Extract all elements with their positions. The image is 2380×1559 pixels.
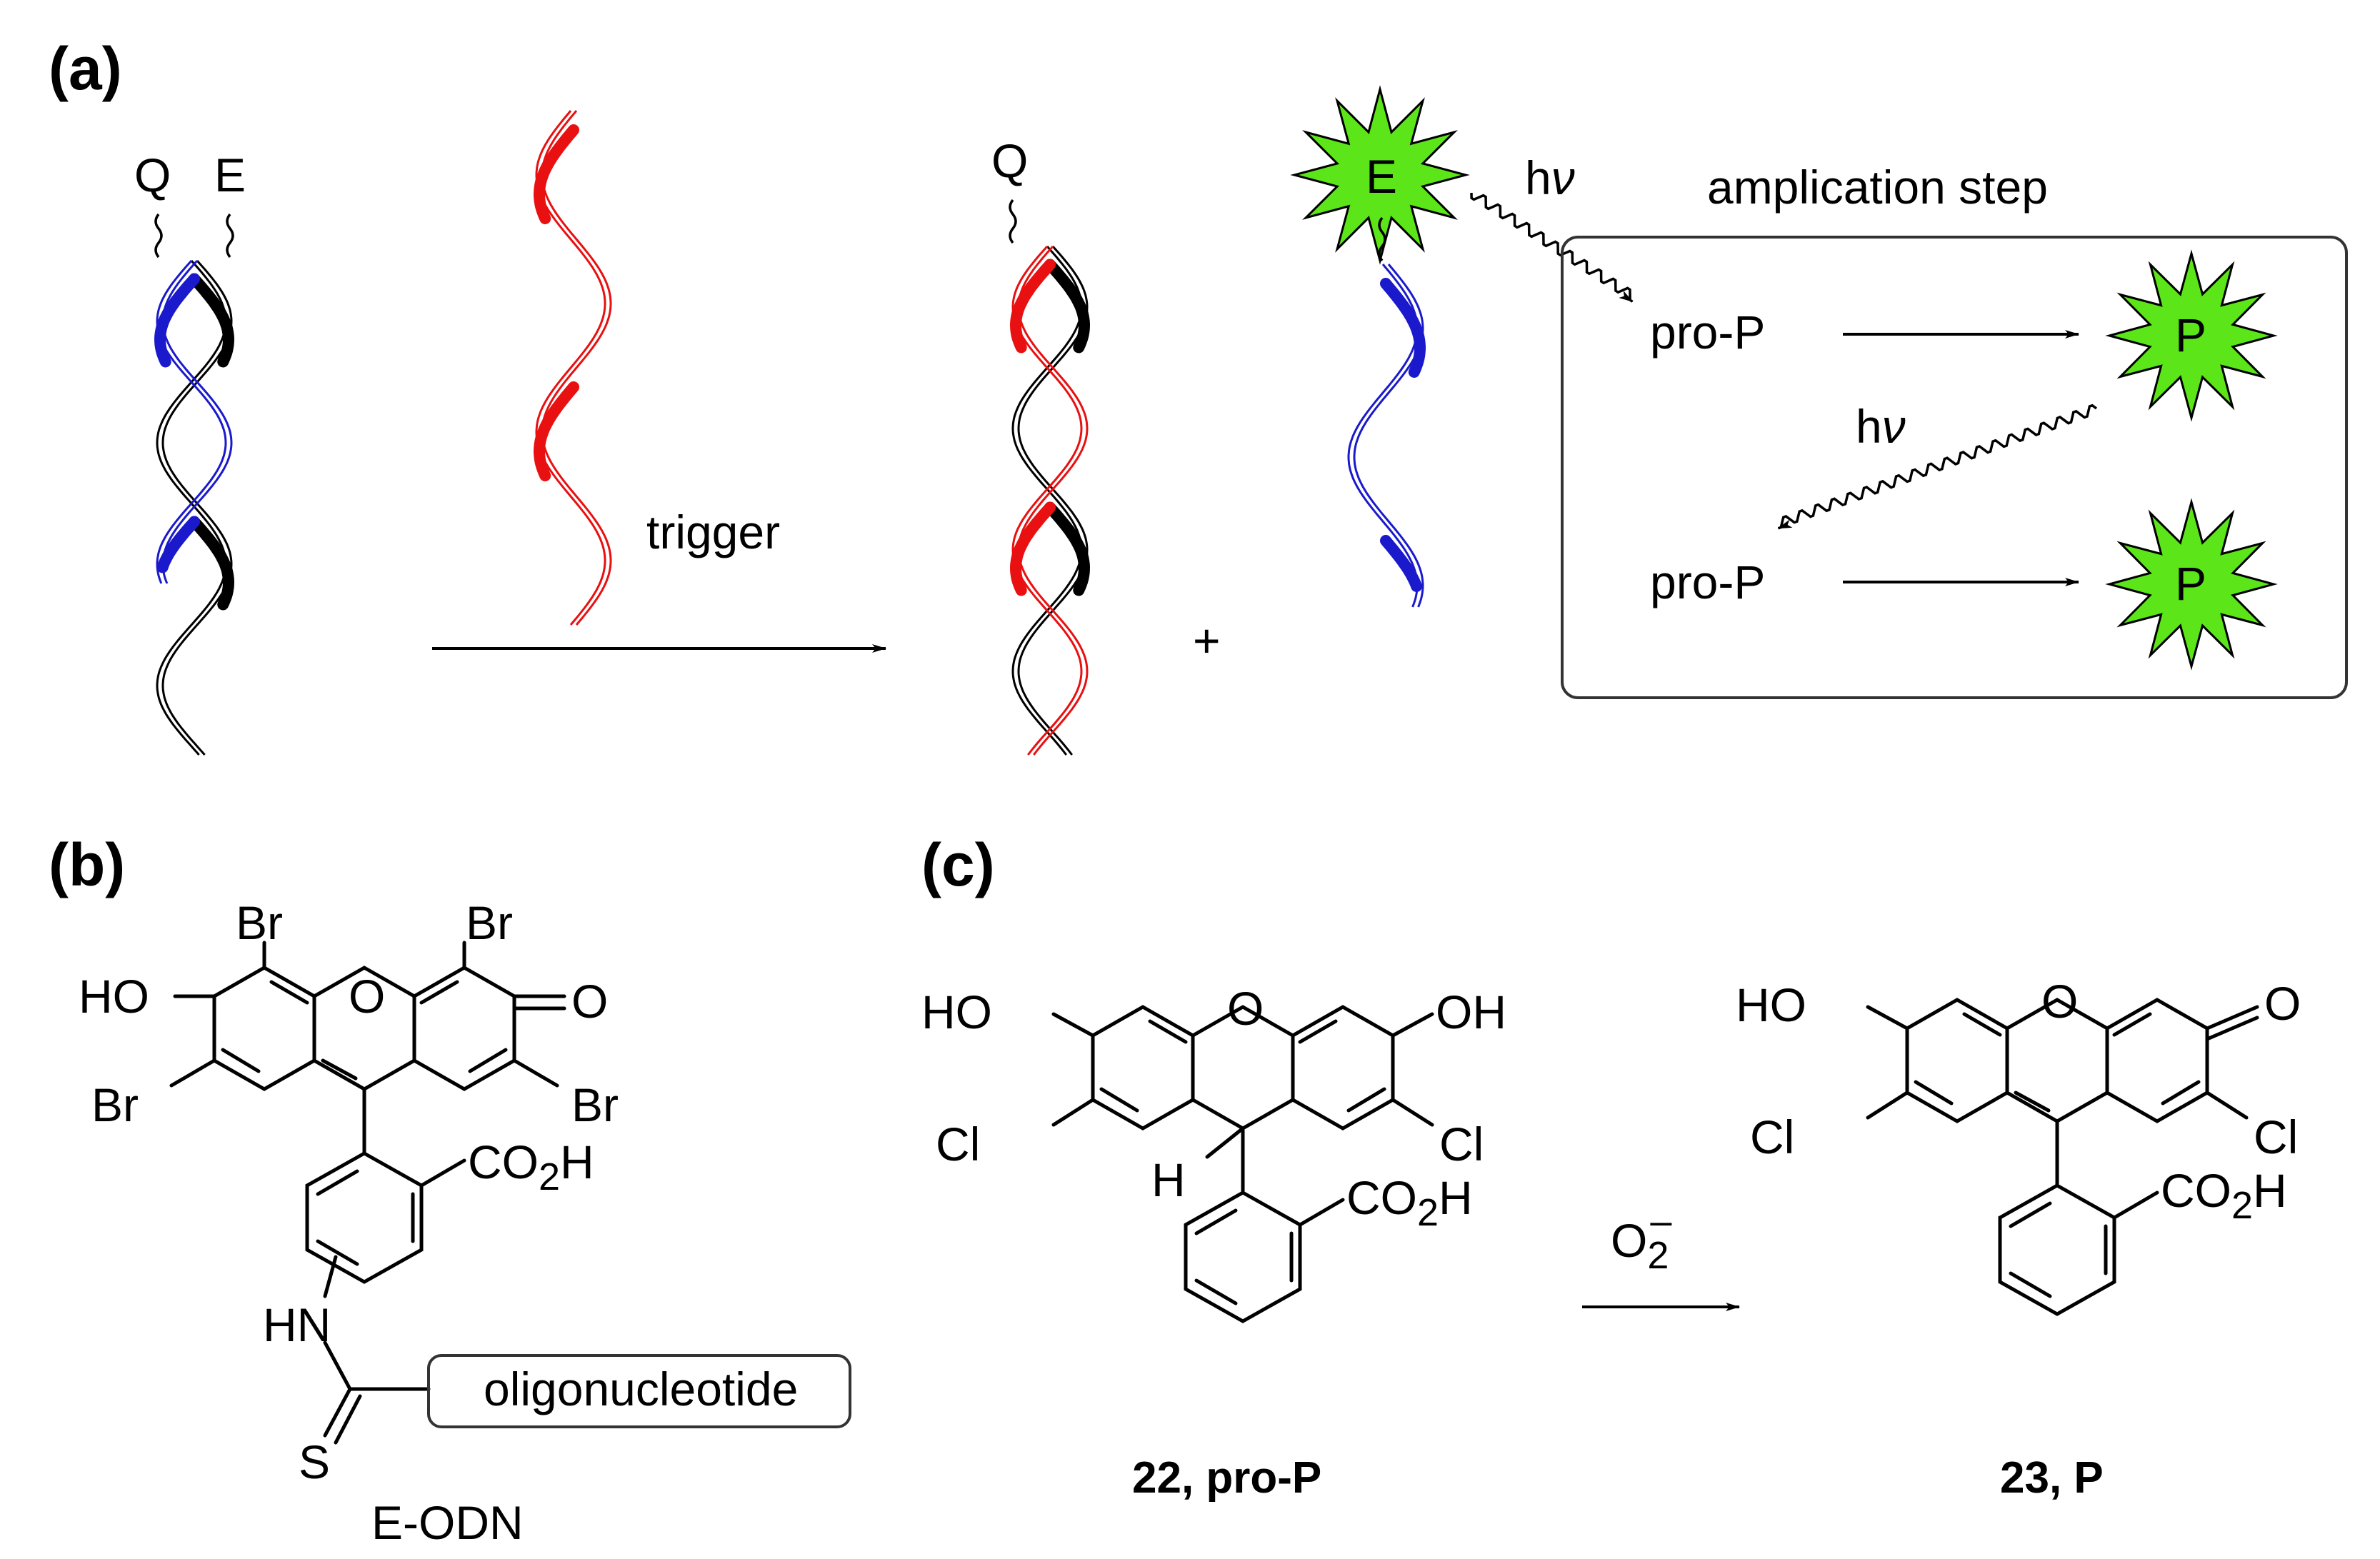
- light-label-1: hν: [1525, 151, 1575, 204]
- ribbon-segment: [154, 273, 200, 368]
- product-star-icon-2: [2105, 498, 2278, 671]
- reactant-structure: [1051, 1005, 1434, 1323]
- product-caption: 23, P: [2000, 1453, 2104, 1503]
- ribbon-segment: [189, 273, 235, 368]
- eosin-br-top-left: Br: [236, 896, 283, 949]
- product-ho: HO: [1736, 978, 1806, 1031]
- panel-label-c: (c): [921, 831, 995, 898]
- ribbon-segment: [1044, 259, 1091, 354]
- ribbon-edge: [156, 260, 227, 584]
- reactant-cl-right: Cl: [1439, 1118, 1484, 1170]
- ribbon-segment: [1009, 259, 1056, 354]
- ribbon-edge: [161, 260, 233, 756]
- e-odn-caption: E-ODN: [371, 1496, 524, 1549]
- ribbon-segment: [156, 516, 200, 573]
- reactant-ho: HO: [921, 986, 992, 1038]
- product-carboxyl: CO2H: [2161, 1164, 2287, 1227]
- reactant-oh: OH: [1436, 986, 1506, 1038]
- ribbon-segment: [1380, 535, 1423, 592]
- released-emitter-linker: [1378, 216, 1386, 262]
- reactant-caption: 22, pro-P: [1132, 1453, 1321, 1503]
- ribbon-edge: [535, 110, 606, 626]
- reactant-ring-oxygen: O: [1227, 982, 1264, 1035]
- oligonucleotide-box: [427, 1354, 851, 1428]
- ribbon-edge: [1353, 264, 1424, 608]
- product-label-2: P: [2175, 557, 2206, 610]
- product-keto-oxygen: O: [2264, 977, 2301, 1030]
- eosin-br-top-right: Br: [466, 896, 513, 949]
- ribbon-segment: [534, 381, 579, 481]
- eosin-sulfur: S: [299, 1435, 330, 1488]
- eosin-br-right: Br: [571, 1078, 619, 1131]
- reactant-cl-left: Cl: [936, 1118, 980, 1170]
- amplification-box-title: amplication step: [1707, 161, 2048, 214]
- ribbon-edge: [541, 110, 612, 626]
- product-duplex: [1009, 199, 1091, 756]
- light-label-2: hν: [1856, 400, 1906, 453]
- ribbon-segment: [534, 124, 579, 224]
- ribbon-segment: [1009, 501, 1056, 596]
- released-strand-blue: [1347, 264, 1426, 608]
- probe-emitter-label: E: [214, 149, 246, 201]
- plus-sign: +: [1193, 614, 1221, 667]
- light-wave-2: [1777, 403, 2098, 530]
- product-strand-red: [1009, 246, 1089, 756]
- superoxide-reagent: O2–: [1611, 1200, 1671, 1277]
- amplification-box: [1561, 236, 2348, 699]
- ribbon-segment: [1044, 501, 1091, 596]
- ribbon-edge: [1017, 246, 1089, 756]
- trigger-strand-red: [534, 110, 612, 626]
- oligonucleotide-label: oligonucleotide: [484, 1363, 798, 1415]
- emitter-linker: [226, 213, 234, 259]
- emitter-star-icon: [1290, 85, 1470, 265]
- product-structure: [1866, 998, 2259, 1316]
- probe-strand-black: [156, 260, 235, 756]
- released-quencher-label: Q: [991, 134, 1028, 187]
- light-wave-1: [1470, 192, 1634, 303]
- product-label-1: P: [2175, 309, 2206, 361]
- reactant-hydrogen: H: [1151, 1153, 1186, 1206]
- eosin-carboxyl: CO2H: [468, 1136, 594, 1198]
- panel-label-b: (b): [49, 831, 125, 898]
- eosin-ring-oxygen: O: [349, 970, 385, 1023]
- eosin-keto-oxygen: O: [571, 975, 608, 1028]
- ribbon-segment: [1380, 278, 1426, 378]
- released-emitter: [1290, 85, 1470, 608]
- ribbon-edge: [1011, 246, 1083, 756]
- product-cl-left: Cl: [1750, 1111, 1794, 1163]
- panel-label-a: (a): [49, 35, 122, 102]
- probe-duplex: [154, 213, 235, 756]
- product-ring-oxygen: O: [2041, 975, 2078, 1028]
- pro-p-label-1: pro-P: [1650, 306, 1765, 359]
- eosin-structure: [169, 941, 566, 1445]
- reactant-carboxyl: CO2H: [1346, 1171, 1473, 1234]
- ribbon-edge: [1017, 246, 1089, 756]
- quencher-linker: [154, 213, 163, 259]
- released-quencher-linker: [1009, 199, 1017, 244]
- eosin-hn: HN: [263, 1298, 331, 1351]
- eosin-br-left: Br: [91, 1078, 139, 1131]
- ribbon-edge: [1011, 246, 1083, 756]
- released-emitter-label: E: [1366, 150, 1397, 203]
- product-strand-black: [1011, 246, 1091, 756]
- ribbon-segment: [189, 516, 235, 611]
- ribbon-edge: [156, 260, 227, 756]
- probe-quencher-label: Q: [134, 149, 171, 201]
- trigger-label: trigger: [646, 506, 780, 558]
- eosin-ho: HO: [79, 970, 149, 1023]
- pro-p-label-2: pro-P: [1650, 556, 1765, 608]
- product-star-icon-1: [2105, 249, 2278, 422]
- product-cl-right: Cl: [2254, 1111, 2298, 1163]
- probe-strand-blue: [154, 260, 233, 584]
